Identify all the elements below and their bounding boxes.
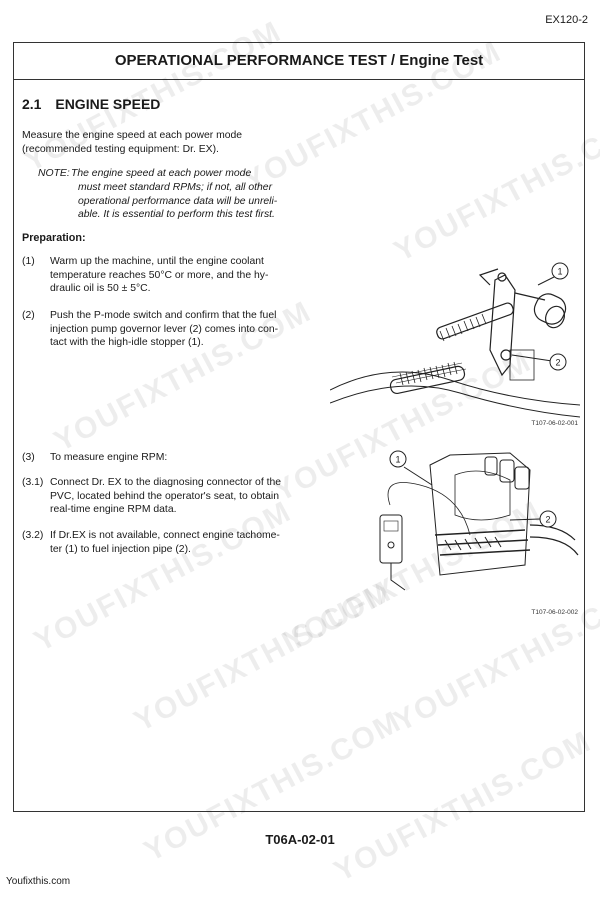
step-line: If Dr.EX is not available, connect engin… [50,530,280,541]
step-line: real-time engine RPM data. [50,504,177,515]
note-label: NOTE: [38,168,70,179]
step-line: ter (1) to fuel injection pipe (2). [50,543,191,555]
note-line: operational performance data will be unr… [78,195,278,207]
step-line: To measure engine RPM: [50,452,168,463]
step-line: injection pump governor lever (2) comes … [50,323,279,335]
page-code: T06A-02-01 [265,832,335,847]
page-frame [13,42,585,812]
step-line: tact with the high-idle stopper (1). [50,337,204,348]
step-text: If Dr.EX is not available, connect engin… [50,529,294,556]
intro-line: Measure the engine speed at each power m… [22,130,243,141]
step-line: temperature reaches 50°C or more, and th… [50,269,269,281]
preparation-heading: Preparation: [22,232,86,244]
step-text: Push the P-mode switch and confirm that … [50,309,294,350]
step-3: (3) To measure engine RPM: [22,451,294,465]
step-2: (2) Push the P-mode switch and confirm t… [22,309,294,350]
step-number: (1) [22,256,35,267]
intro-line: (recommended testing equipment: Dr. EX). [22,143,219,155]
step-number: (3.1) [22,477,44,488]
step-3-1: (3.1) Connect Dr. EX to the diagnosing c… [22,476,294,517]
step-line: Connect Dr. EX to the diagnosing connect… [50,477,282,488]
figure-label: T107-06-02-001 [531,420,578,427]
step-line: Warm up the machine, until the engine co… [50,256,264,267]
step-3-2: (3.2) If Dr.EX is not available, connect… [22,529,294,556]
callout-2: 2 [555,358,560,368]
step-line: PVC, located behind the operator's seat,… [50,490,279,502]
section-heading: 2.1 ENGINE SPEED [22,96,160,112]
page-title: OPERATIONAL PERFORMANCE TEST / Engine Te… [13,42,585,80]
callout-1: 1 [395,455,400,465]
note-body: must meet standard RPMs; if not, all oth… [78,181,300,222]
section-number: 2.1 [22,96,42,112]
step-text: Warm up the machine, until the engine co… [50,255,294,296]
callout-2: 2 [545,515,550,525]
note-first-line: NOTE:The engine speed at each power mode [38,167,300,181]
figure-label: T107-06-02-002 [531,609,578,616]
step-number: (3) [22,452,35,463]
step-text: Connect Dr. EX to the diagnosing connect… [50,476,294,517]
note-line: able. It is essential to perform this te… [78,209,275,220]
note-line: must meet standard RPMs; if not, all oth… [78,182,273,193]
step-number: (2) [22,310,35,321]
callout-1: 1 [557,267,562,277]
section-title: ENGINE SPEED [55,96,161,112]
step-line: draulic oil is 50 ± 5°C. [50,283,151,294]
step-line: Push the P-mode switch and confirm that … [50,310,277,321]
site-footer: Youfixthis.com [6,876,71,887]
step-text: To measure engine RPM: [50,451,294,465]
step-number: (3.2) [22,530,44,541]
page-id: EX120-2 [545,14,588,26]
tachometer-illustration: 1 2 [379,450,579,591]
intro-paragraph: Measure the engine speed at each power m… [22,129,292,156]
step-1: (1) Warm up the machine, until the engin… [22,255,294,296]
governor-lever-illustration: 1 2 [330,262,580,418]
note-line: The engine speed at each power mode [71,168,252,179]
